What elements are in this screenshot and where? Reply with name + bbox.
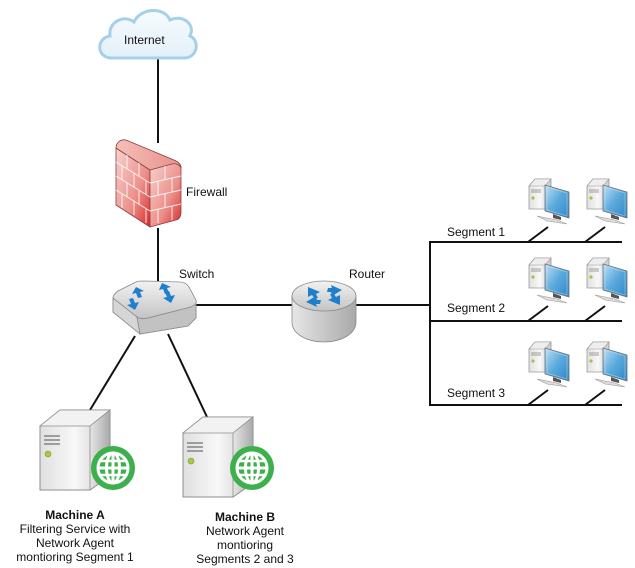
machine-a-desc-line: montioring Segment 1 (16, 550, 134, 564)
machine-a-desc-line: Filtering Service with (19, 522, 131, 536)
switch-label: Switch (179, 267, 215, 281)
internet-cloud-icon (98, 9, 198, 60)
segment-2-workstations (528, 257, 628, 304)
segment-1-workstations (528, 178, 628, 225)
machine-a-caption: Machine A Filtering Service with Network… (0, 508, 150, 564)
firewall-icon (115, 139, 182, 228)
link-switch-machine-b (167, 333, 208, 418)
workstation-icon (586, 178, 628, 225)
segment-1-label: Segment 1 (447, 225, 506, 239)
machine-b-title: Machine B (214, 510, 275, 524)
connections (89, 58, 622, 418)
workstation-icon (586, 257, 628, 304)
workstation-icon (586, 341, 628, 388)
internet-label: Internet (124, 33, 165, 47)
firewall-label: Firewall (186, 185, 228, 199)
machine-a-globe-icon (89, 444, 137, 492)
machine-a-title: Machine A (45, 508, 105, 522)
router-label: Router (349, 267, 386, 281)
machine-b-globe-icon (228, 444, 276, 492)
router-icon (291, 280, 357, 343)
workstation-icon (528, 341, 570, 388)
segment-3-workstations (528, 341, 628, 388)
ws-link (527, 305, 549, 322)
switch-icon (112, 280, 197, 335)
ws-link (527, 389, 549, 406)
segment-2-label: Segment 2 (447, 301, 506, 315)
machine-b-desc-line: montioring (216, 538, 274, 552)
ws-link (584, 226, 606, 243)
workstation-icon (528, 257, 570, 304)
workstation-icon (528, 178, 570, 225)
machine-b-desc-line: Network Agent (205, 524, 285, 538)
ws-link (527, 226, 549, 243)
machine-b-desc-line: Segments 2 and 3 (196, 552, 294, 566)
ws-link (584, 389, 606, 406)
segment-3-label: Segment 3 (447, 386, 506, 400)
link-switch-machine-a (89, 335, 136, 411)
ws-link (584, 305, 606, 322)
machine-b-caption: Machine B Network Agent montioring Segme… (180, 510, 310, 566)
machine-a-desc-line: Network Agent (35, 536, 115, 550)
